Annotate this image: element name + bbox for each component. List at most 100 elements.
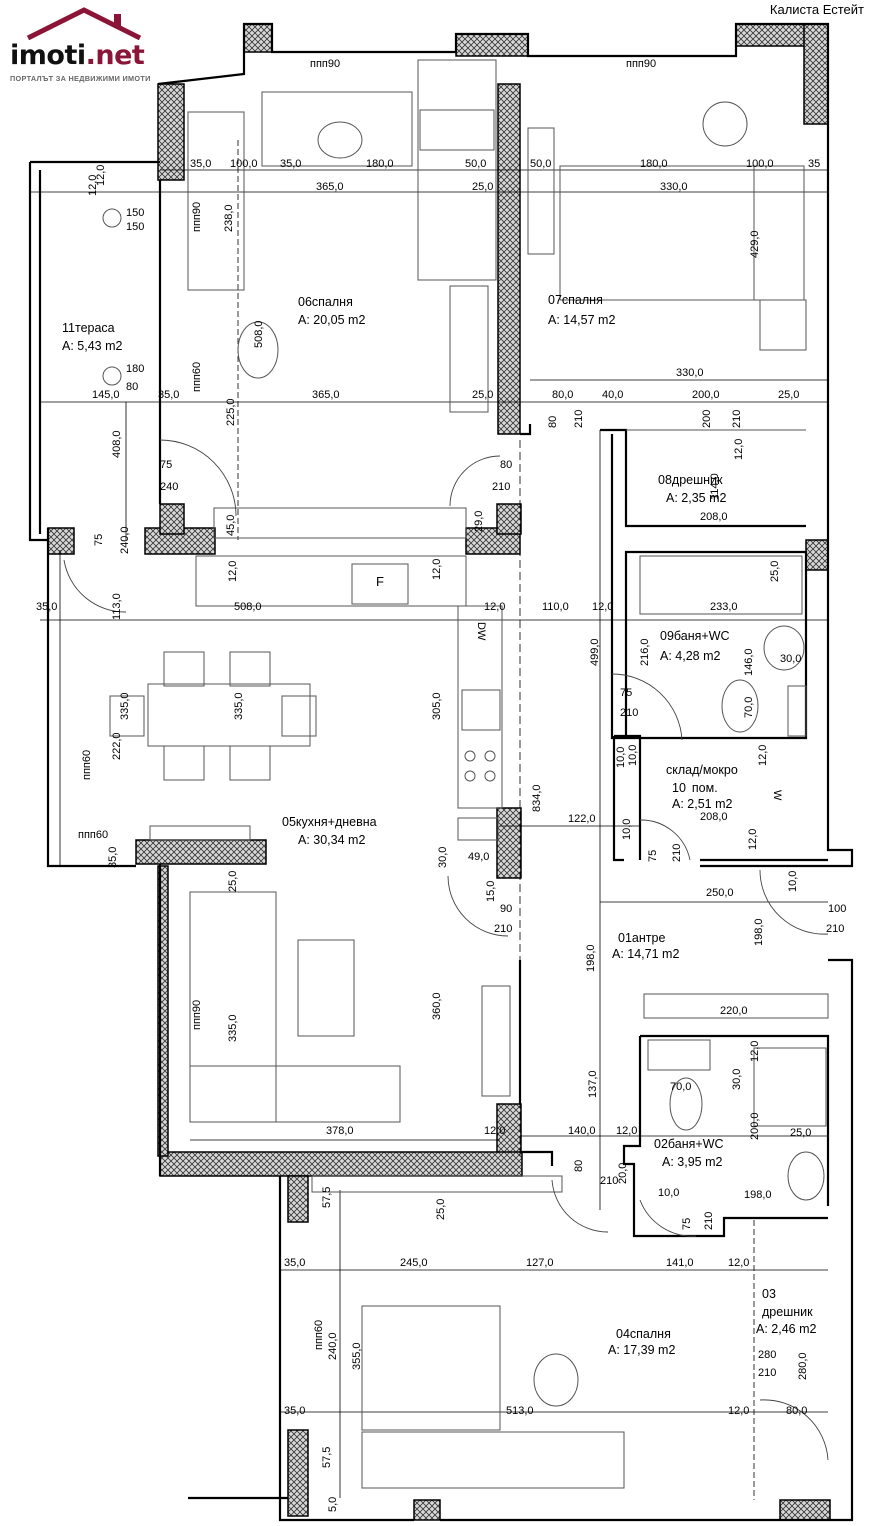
dimension-label: 210 (573, 410, 585, 428)
dimension-label: 180,0 (366, 158, 394, 170)
window-label: ппп60 (313, 1320, 325, 1350)
logo-tagline: ПОРТАЛЪТ ЗА НЕДВИЖИМИ ИМОТИ (10, 74, 151, 83)
dimension-label: 222,0 (111, 732, 123, 760)
dishwasher-label: DW (475, 622, 487, 641)
dimension-label: 15,0 (485, 881, 497, 902)
window-label: ппп90 (626, 58, 656, 70)
dimension-label: 70,0 (670, 1081, 691, 1093)
room-number: 01 (618, 931, 632, 945)
room-name-2: пом. (692, 781, 718, 795)
dimension-label: 335,0 (233, 692, 245, 720)
dimension-label: 12,0 (747, 829, 759, 850)
dimension-label: 210 (703, 1212, 715, 1230)
dimension-label: 513,0 (506, 1405, 534, 1417)
dimension-label: 12,0 (733, 439, 745, 460)
dimension-label: 35,0 (284, 1405, 305, 1417)
room-02-label: 02баня+WC A: 3,95 m2 (654, 1137, 724, 1169)
dimension-label: 40,0 (602, 389, 623, 401)
room-area: A: 5,43 m2 (62, 339, 122, 353)
room-07-label: 07спалня A: 14,57 m2 (548, 293, 615, 327)
logo-wordmark: imoti.net (10, 40, 145, 71)
dimension-label: 25,0 (472, 181, 493, 193)
dimension-label: 49,0 (468, 851, 489, 863)
furniture (102, 59, 829, 1489)
logo-suffix: .net (85, 40, 145, 71)
dimension-label: 75 (681, 1218, 693, 1230)
dimension-label: 35,0 (280, 158, 301, 170)
dimension-label: 100 (828, 903, 846, 915)
dimension-label: 220,0 (720, 1005, 748, 1017)
room-area: A: 2,46 m2 (756, 1322, 816, 1336)
dimension-label: 25,0 (769, 561, 781, 582)
door-swings (63, 439, 829, 1461)
dimension-label: 429,0 (749, 230, 761, 258)
room-name: спалня (562, 293, 603, 307)
dimension-label: 335,0 (227, 1014, 239, 1042)
dimension-label: 110,0 (542, 601, 569, 613)
logo-brand: imoti (10, 40, 86, 71)
room-name: баня+WC (674, 629, 730, 643)
dimension-label: 122,0 (568, 813, 596, 825)
room-area: A: 17,39 m2 (608, 1343, 675, 1357)
dimension-label: 35 (808, 158, 820, 170)
dimension-label: 12,0 (728, 1405, 749, 1417)
dimension-label: 25,0 (790, 1127, 811, 1139)
dimension-label: 378,0 (326, 1125, 354, 1137)
dimension-label: 150 (126, 207, 144, 219)
room-area: A: 4,28 m2 (660, 649, 720, 663)
dimension-label: 150 (126, 221, 144, 233)
dimension-label: 834,0 (531, 784, 543, 812)
dimension-label: 335,0 (119, 692, 131, 720)
dimension-label: 137,0 (587, 1070, 599, 1098)
dimension-label: 12,0 (484, 1125, 505, 1137)
window-label: ппп90 (191, 202, 203, 232)
dimension-label: 140,0 (568, 1125, 596, 1137)
company-name: Калиста Естейт (769, 2, 864, 17)
room-03-label: 03 дрешник A: 2,46 m2 (756, 1287, 816, 1336)
dimension-label: 216,0 (639, 638, 651, 666)
room-name: антре (632, 931, 666, 945)
dimension-label: 198,0 (753, 918, 765, 946)
window-label: ппп90 (310, 58, 340, 70)
fixture-labels: ппп90 ппп90 ппп90 ппп60 ппп60 ппп60 ппп9… (78, 58, 783, 1350)
wall-outlines (28, 22, 854, 1522)
dimension-label: 75 (160, 459, 172, 471)
dimension-label: 50,0 (530, 158, 551, 170)
dimension-label: 10,0 (615, 747, 627, 768)
room-number: 07 (548, 293, 562, 307)
dimension-label: 80 (547, 416, 559, 428)
dimension-label: 330,0 (660, 181, 688, 193)
dimension-label: 210 (620, 707, 638, 719)
structural-walls (47, 23, 831, 1521)
dimension-label: 35,0 (158, 389, 179, 401)
room-11-label: 11тераса A: 5,43 m2 (62, 321, 122, 353)
dimension-label: 80,0 (786, 1405, 807, 1417)
dimension-label: 305,0 (431, 692, 443, 720)
svg-text:07спалня: 07спалня (548, 293, 603, 307)
dimension-label: 25,0 (472, 389, 493, 401)
room-name: дрешник (762, 1305, 813, 1319)
dimension-label: 80 (126, 381, 138, 393)
washer-label: W (771, 790, 783, 801)
svg-text:11тераса: 11тераса (62, 321, 115, 335)
dimension-label: 30,0 (780, 653, 801, 665)
dimension-label: 180,0 (640, 158, 668, 170)
room-number: 11 (62, 321, 75, 335)
dimension-label: 12,0 (431, 559, 443, 580)
imoti-logo: imoti.net ПОРТАЛЪТ ЗА НЕДВИЖИМИ ИМОТИ (8, 6, 178, 86)
fridge-label: F (376, 574, 384, 589)
dimension-label: 210 (826, 923, 844, 935)
dimension-label: 245,0 (400, 1257, 428, 1269)
window-label: ппп60 (78, 829, 108, 841)
dimension-label: 146,0 (743, 648, 755, 676)
svg-text:04спалня: 04спалня (616, 1327, 671, 1341)
dimension-label: 12,0 (87, 175, 99, 196)
dimension-label: 240 (160, 481, 178, 493)
room-area: A: 2,51 m2 (672, 797, 732, 811)
room-name: тераса (75, 321, 115, 335)
room-number: 02 (654, 1137, 668, 1151)
dimension-label: 100,0 (746, 158, 774, 170)
